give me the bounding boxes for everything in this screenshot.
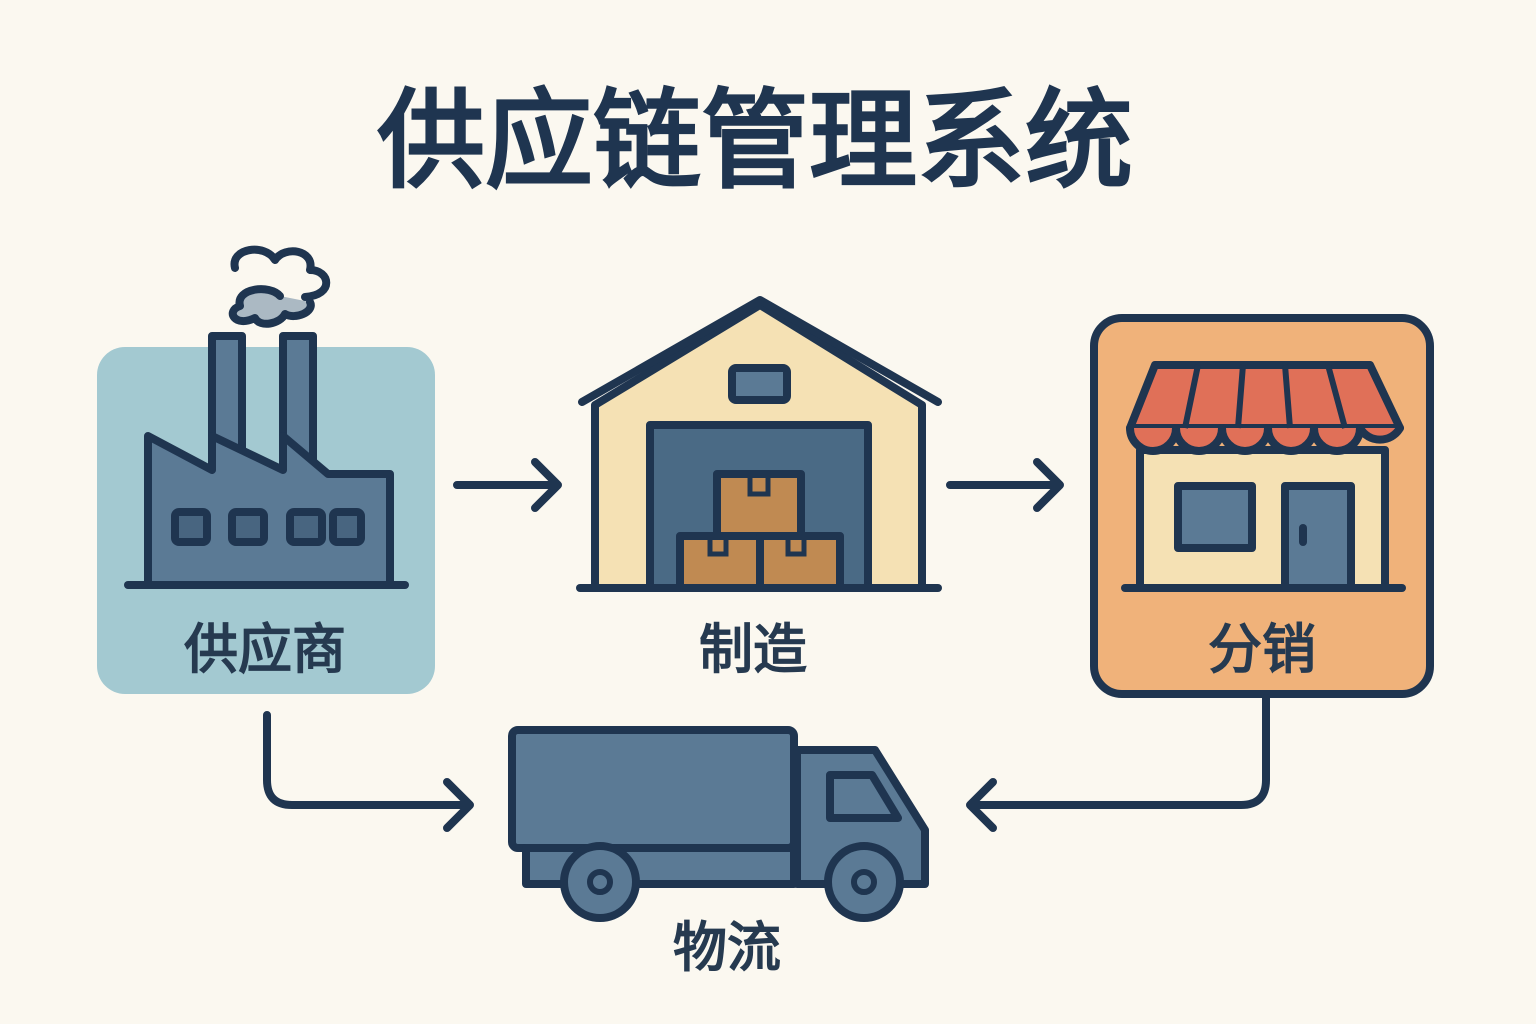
distribution-node: 分销 <box>1090 314 1434 698</box>
truck-icon <box>508 726 929 922</box>
logistics-node: 物流 <box>508 726 929 979</box>
distribution-label: 分销 <box>1208 618 1316 681</box>
manufacturing-label: 制造 <box>699 618 807 681</box>
arrow-supplier-to-logistics <box>263 711 474 832</box>
arrow-distribution-to-logistics <box>966 694 1270 832</box>
factory-icon <box>124 245 409 589</box>
page-title: 供应链管理系统 <box>377 79 1133 204</box>
supplier-label: 供应商 <box>184 618 346 681</box>
arrow-supplier-to-manufacturing <box>453 458 562 512</box>
store-icon <box>1121 361 1406 592</box>
manufacturing-node: 制造 <box>576 296 942 681</box>
logistics-label: 物流 <box>673 916 781 979</box>
arrow-manufacturing-to-distribution <box>946 458 1064 512</box>
supplier-node: 供应商 <box>97 245 435 694</box>
warehouse-icon <box>576 296 942 592</box>
